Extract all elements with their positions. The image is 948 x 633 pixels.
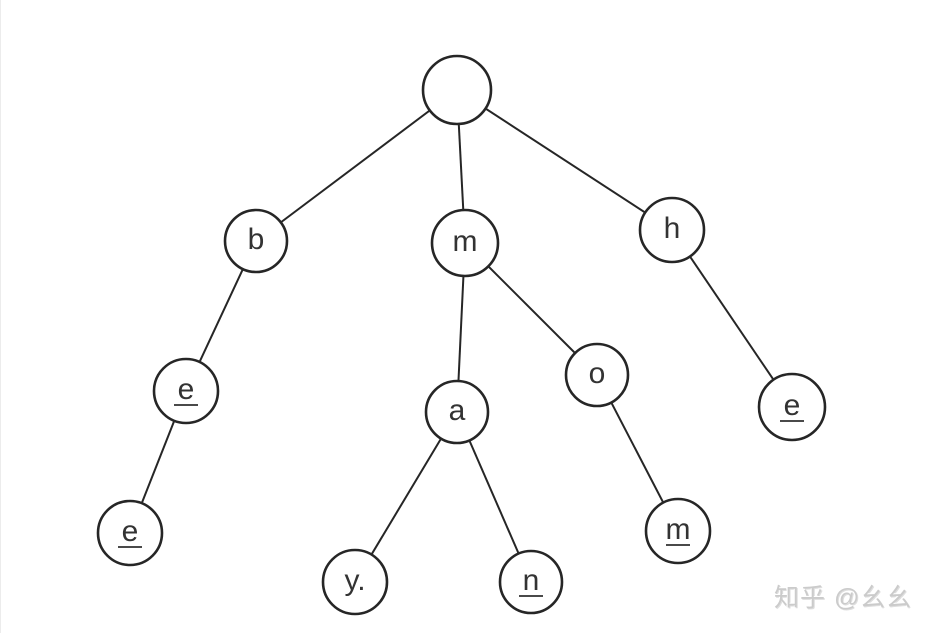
- tree-node-e-be: e: [96, 499, 164, 567]
- node-label: n: [523, 564, 540, 597]
- tree-node-e-b: e: [152, 357, 220, 425]
- tree-node-n: n: [498, 549, 564, 615]
- tree-node-e-h: e: [757, 372, 827, 442]
- node-label: m: [453, 225, 478, 258]
- tree-node-b: b: [223, 208, 289, 274]
- tree-edge-h-e-h: [671, 229, 793, 408]
- node-circle: [223, 208, 289, 274]
- tree-node-root: [421, 54, 493, 126]
- node-circle: [421, 54, 493, 126]
- tree-node-h: h: [638, 196, 706, 264]
- node-circle: [424, 379, 490, 445]
- node-label: m: [666, 513, 691, 546]
- node-circle: [498, 549, 564, 615]
- tree-node-y: y.: [321, 548, 389, 616]
- tree-node-m-o: m: [644, 497, 712, 565]
- node-circle: [564, 342, 630, 408]
- watermark: 知乎 @幺幺: [774, 584, 913, 612]
- tree-edge-root-b: [255, 89, 458, 242]
- node-label: a: [449, 394, 466, 427]
- node-label: e: [122, 515, 139, 548]
- tree-node-a: a: [424, 379, 490, 445]
- tree-node-m: m: [430, 208, 500, 278]
- node-circle: [638, 196, 706, 264]
- node-label: b: [248, 223, 265, 256]
- node-label: y.: [344, 564, 365, 597]
- tree-edge-root-h: [456, 89, 673, 231]
- node-label: e: [178, 373, 195, 406]
- node-label: e: [784, 389, 801, 422]
- node-circle: [321, 548, 389, 616]
- node-label: o: [589, 357, 606, 390]
- node-circle: [644, 497, 712, 565]
- node-circle: [96, 499, 164, 567]
- tree-node-o: o: [564, 342, 630, 408]
- node-label: h: [664, 212, 681, 245]
- node-circle: [152, 357, 220, 425]
- node-circle: [757, 372, 827, 442]
- node-circle: [430, 208, 500, 278]
